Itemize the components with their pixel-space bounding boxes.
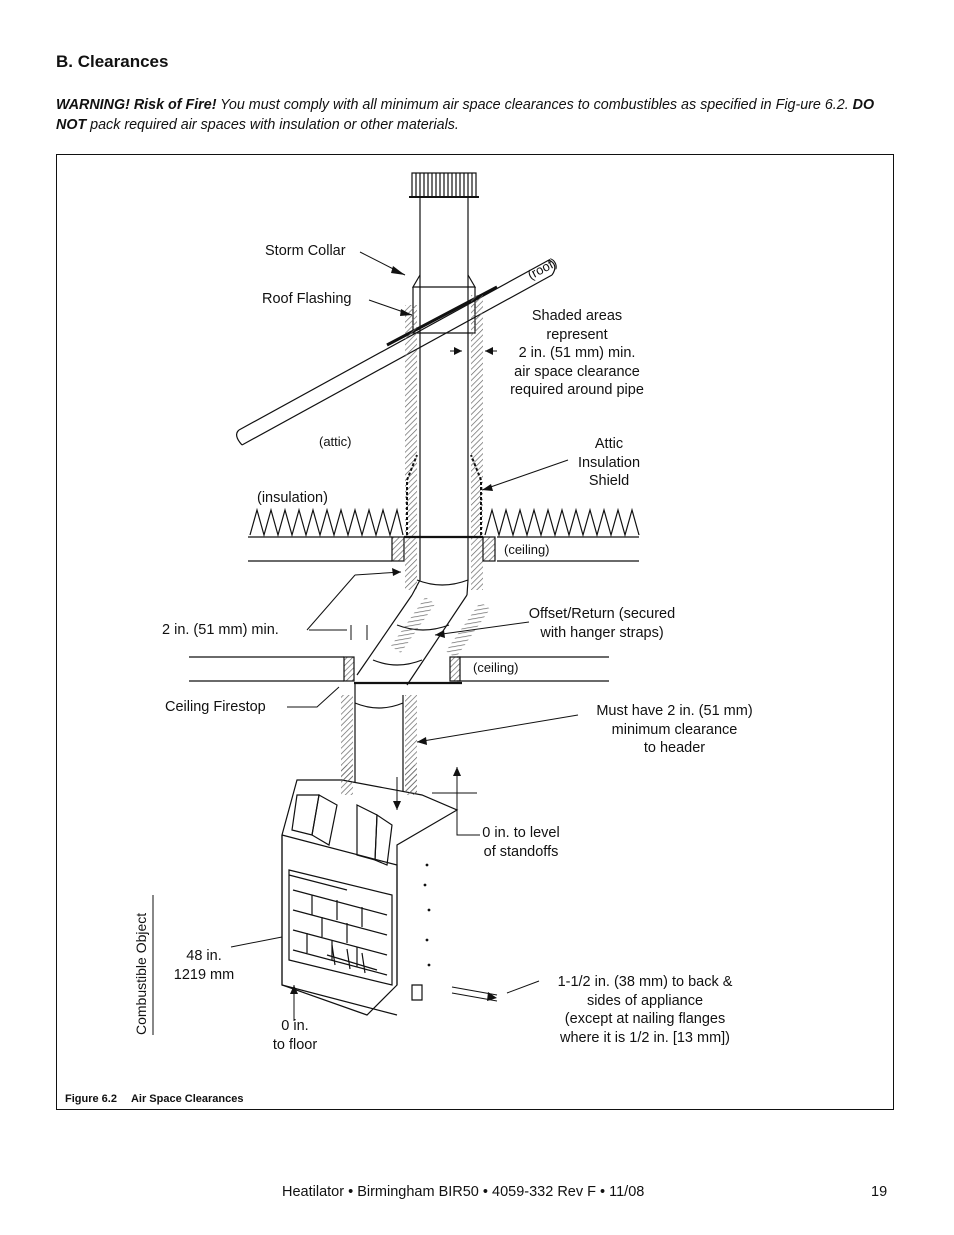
shaded-line-5: required around pipe bbox=[510, 382, 644, 398]
shield-line-2: Insulation bbox=[577, 454, 641, 471]
fireplace-unit bbox=[281, 779, 459, 1016]
floor-line-2: to floor bbox=[272, 1036, 318, 1053]
shaded-line-4: air space clearance bbox=[514, 363, 640, 380]
section-title: B. Clearances bbox=[56, 52, 169, 71]
back-sides-line-3: (except at nailing flanges bbox=[564, 1011, 726, 1027]
standoffs-line-2: of standoffs bbox=[483, 843, 559, 860]
footer-text: Heatilator • Birmingham BIR50 • 4059-332… bbox=[282, 1184, 645, 1200]
label-attic: (attic) bbox=[319, 434, 352, 449]
label-attic-insulation-shield: Attic Insulation Shield bbox=[569, 435, 649, 491]
warning-paragraph: WARNING! Risk of Fire! You must comply w… bbox=[56, 95, 886, 135]
roof-line-bottom bbox=[241, 274, 553, 446]
label-ceiling-upper: (ceiling) bbox=[504, 542, 550, 557]
dim-48-line-2: 1219 mm bbox=[173, 966, 235, 983]
label-storm-collar: Storm Collar bbox=[265, 243, 346, 259]
label-combustible-object: Combustible Object bbox=[133, 912, 149, 1035]
header-line-1: Must have 2 in. (51 mm) bbox=[596, 703, 753, 719]
back-sides-line-1: 1-1/2 in. (38 mm) to back & bbox=[557, 974, 733, 990]
header-line-2: minimum clearance bbox=[611, 721, 738, 738]
label-back-sides: 1-1/2 in. (38 mm) to back & sides of app… bbox=[542, 973, 748, 1047]
shaded-line-1: Shaded areas bbox=[531, 308, 623, 324]
leader-ceiling-firestop bbox=[287, 686, 340, 708]
warning-do-not: DO NOT bbox=[56, 97, 875, 133]
leader-min-2in bbox=[306, 574, 356, 631]
header-line-3: to header bbox=[643, 740, 706, 756]
shaded-line-3: 2 in. (51 mm) min. bbox=[518, 345, 636, 361]
leader-attic-shield bbox=[481, 459, 569, 491]
label-min-2in: 2 in. (51 mm) min. bbox=[162, 622, 279, 638]
leader-48in bbox=[230, 936, 283, 948]
label-header-clearance: Must have 2 in. (51 mm) minimum clearanc… bbox=[583, 702, 766, 758]
clearance-diagram bbox=[152, 172, 640, 1035]
warning-lead: WARNING! Risk of Fire! bbox=[56, 97, 217, 113]
figure-title: Air Space Clearances bbox=[130, 1093, 244, 1105]
label-floor: 0 in. to floor bbox=[265, 1017, 325, 1054]
label-ceiling-lower: (ceiling) bbox=[473, 660, 519, 675]
floor-line-1: 0 in. bbox=[281, 1018, 309, 1034]
page-number: 19 bbox=[871, 1184, 888, 1200]
standoffs-line-1: 0 in. to level bbox=[482, 825, 560, 841]
back-sides-line-4: where it is 1/2 in. [13 mm]) bbox=[559, 1029, 731, 1046]
figure-caption: Figure 6.2 Air Space Clearances bbox=[65, 1093, 257, 1105]
offset-line-1: Offset/Return (secured bbox=[528, 606, 676, 622]
chimney-cap bbox=[409, 172, 479, 198]
label-48in: 48 in. 1219 mm bbox=[163, 947, 245, 984]
label-shaded-areas: Shaded areas represent 2 in. (51 mm) min… bbox=[497, 307, 657, 400]
label-ceiling-firestop: Ceiling Firestop bbox=[165, 699, 266, 715]
storm-collar bbox=[411, 274, 477, 288]
insulation-right bbox=[484, 507, 640, 538]
label-roof-flashing: Roof Flashing bbox=[262, 291, 352, 307]
leader-header-clearance bbox=[416, 714, 579, 743]
attic-insulation-shield bbox=[406, 454, 418, 535]
shield-line-3: Shield bbox=[588, 473, 630, 489]
label-insulation: (insulation) bbox=[257, 490, 328, 506]
back-sides-line-2: sides of appliance bbox=[586, 992, 704, 1009]
label-standoffs: 0 in. to level of standoffs bbox=[475, 824, 567, 861]
leader-back-sides bbox=[506, 980, 540, 994]
shield-line-1: Attic bbox=[594, 436, 624, 452]
label-offset-return: Offset/Return (secured with hanger strap… bbox=[527, 605, 677, 642]
dim-48-line-1: 48 in. bbox=[186, 948, 222, 964]
insulation-left bbox=[249, 507, 404, 538]
roof-line-top bbox=[238, 259, 550, 431]
figure-air-space-clearances: Storm Collar Roof Flashing (roof) Shaded… bbox=[56, 154, 894, 1110]
leader-standoffs bbox=[456, 795, 480, 836]
warning-text-1: You must comply with all minimum air spa… bbox=[216, 97, 853, 113]
shaded-line-2: represent bbox=[546, 326, 608, 343]
figure-number: Figure 6.2 bbox=[65, 1093, 117, 1105]
offset-line-2: with hanger straps) bbox=[540, 624, 664, 641]
leader-offset-return bbox=[434, 621, 530, 636]
warning-text-2: pack required air spaces with insulation… bbox=[86, 117, 459, 133]
